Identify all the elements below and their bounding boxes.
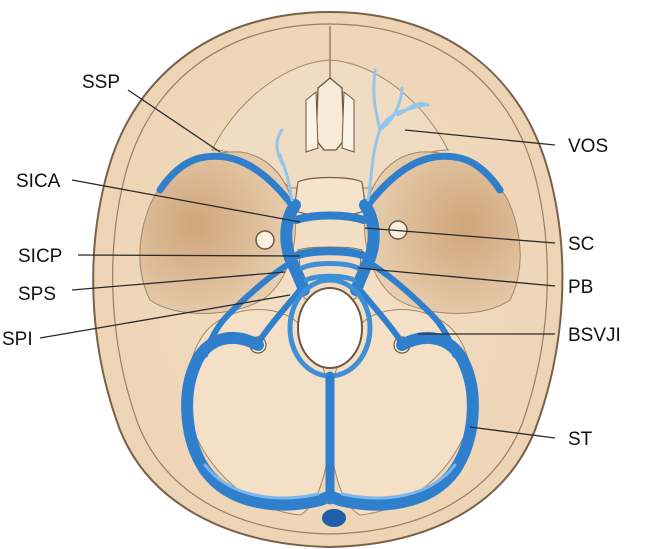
crista-galli <box>316 78 344 150</box>
label-spi: SPI <box>2 329 33 350</box>
carotid-canal-left <box>256 231 274 249</box>
label-pb: PB <box>568 277 593 298</box>
label-vos: VOS <box>568 136 608 157</box>
cribriform-left <box>306 92 318 152</box>
intercavernous-sinus-posterior <box>298 251 362 255</box>
cribriform-right <box>342 92 354 152</box>
label-st: ST <box>568 429 593 450</box>
foramen-magnum <box>298 288 362 368</box>
label-sicp: SICP <box>18 246 62 267</box>
label-sc: SC <box>568 234 594 255</box>
label-bsvji: BSVJI <box>568 325 621 346</box>
sella-turcica <box>294 178 366 217</box>
label-sps: SPS <box>18 284 56 305</box>
label-sica: SICA <box>16 171 61 192</box>
confluence-of-sinuses <box>323 510 345 526</box>
label-ssp: SSP <box>82 72 120 93</box>
intercavernous-sinus-anterior <box>296 216 364 221</box>
